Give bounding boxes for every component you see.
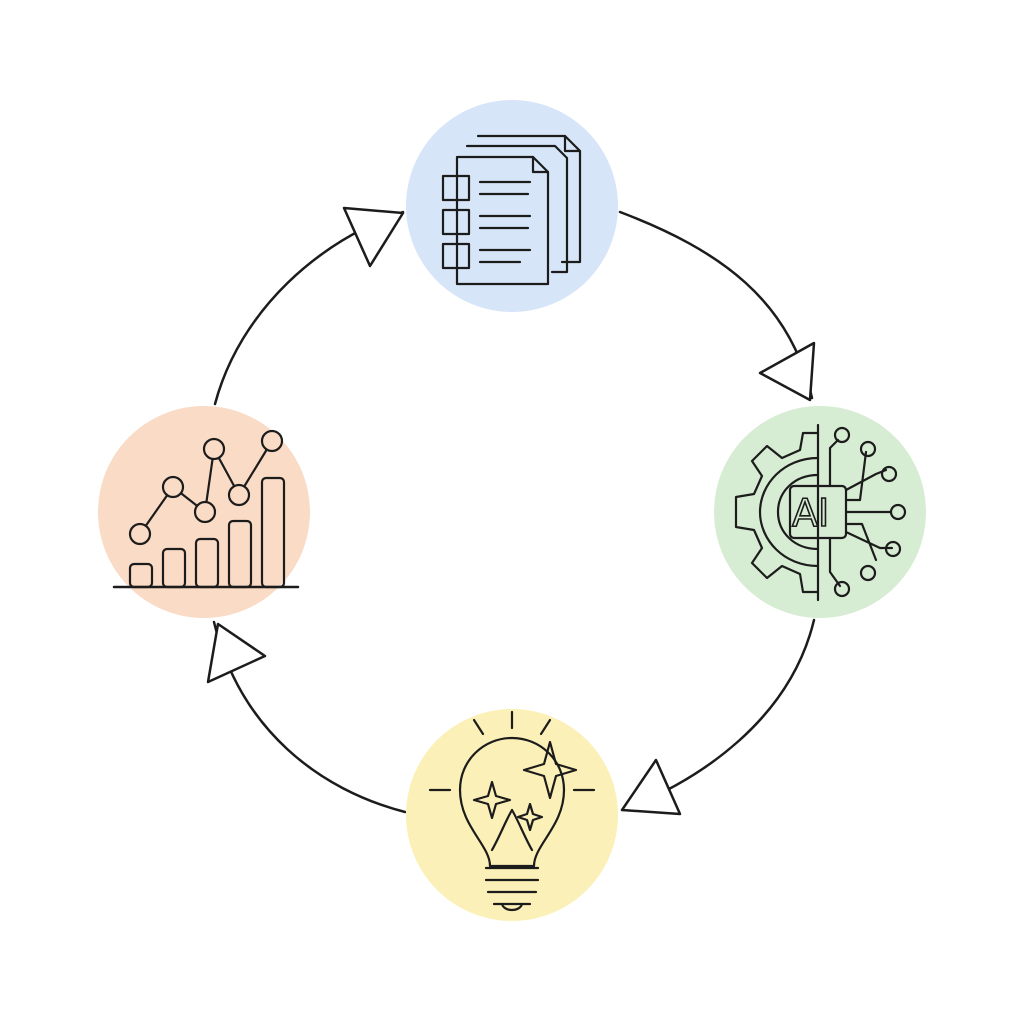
- chart-icon: [112, 429, 300, 589]
- connector-analytics-to-documents: [213, 206, 405, 406]
- ai-gear-circuit-icon: AI: [734, 423, 907, 602]
- ai-label: AI: [792, 491, 829, 535]
- lightbulb-icon: [428, 710, 596, 912]
- connector-insights-to-analytics: [206, 620, 407, 814]
- connector-documents-to-ai: [618, 210, 816, 402]
- documents-icon: [441, 134, 582, 286]
- connector-ai-to-insights: [620, 618, 816, 816]
- insights-node: [406, 709, 618, 921]
- documents-node: [406, 100, 618, 312]
- ai-processing-node: [714, 406, 926, 618]
